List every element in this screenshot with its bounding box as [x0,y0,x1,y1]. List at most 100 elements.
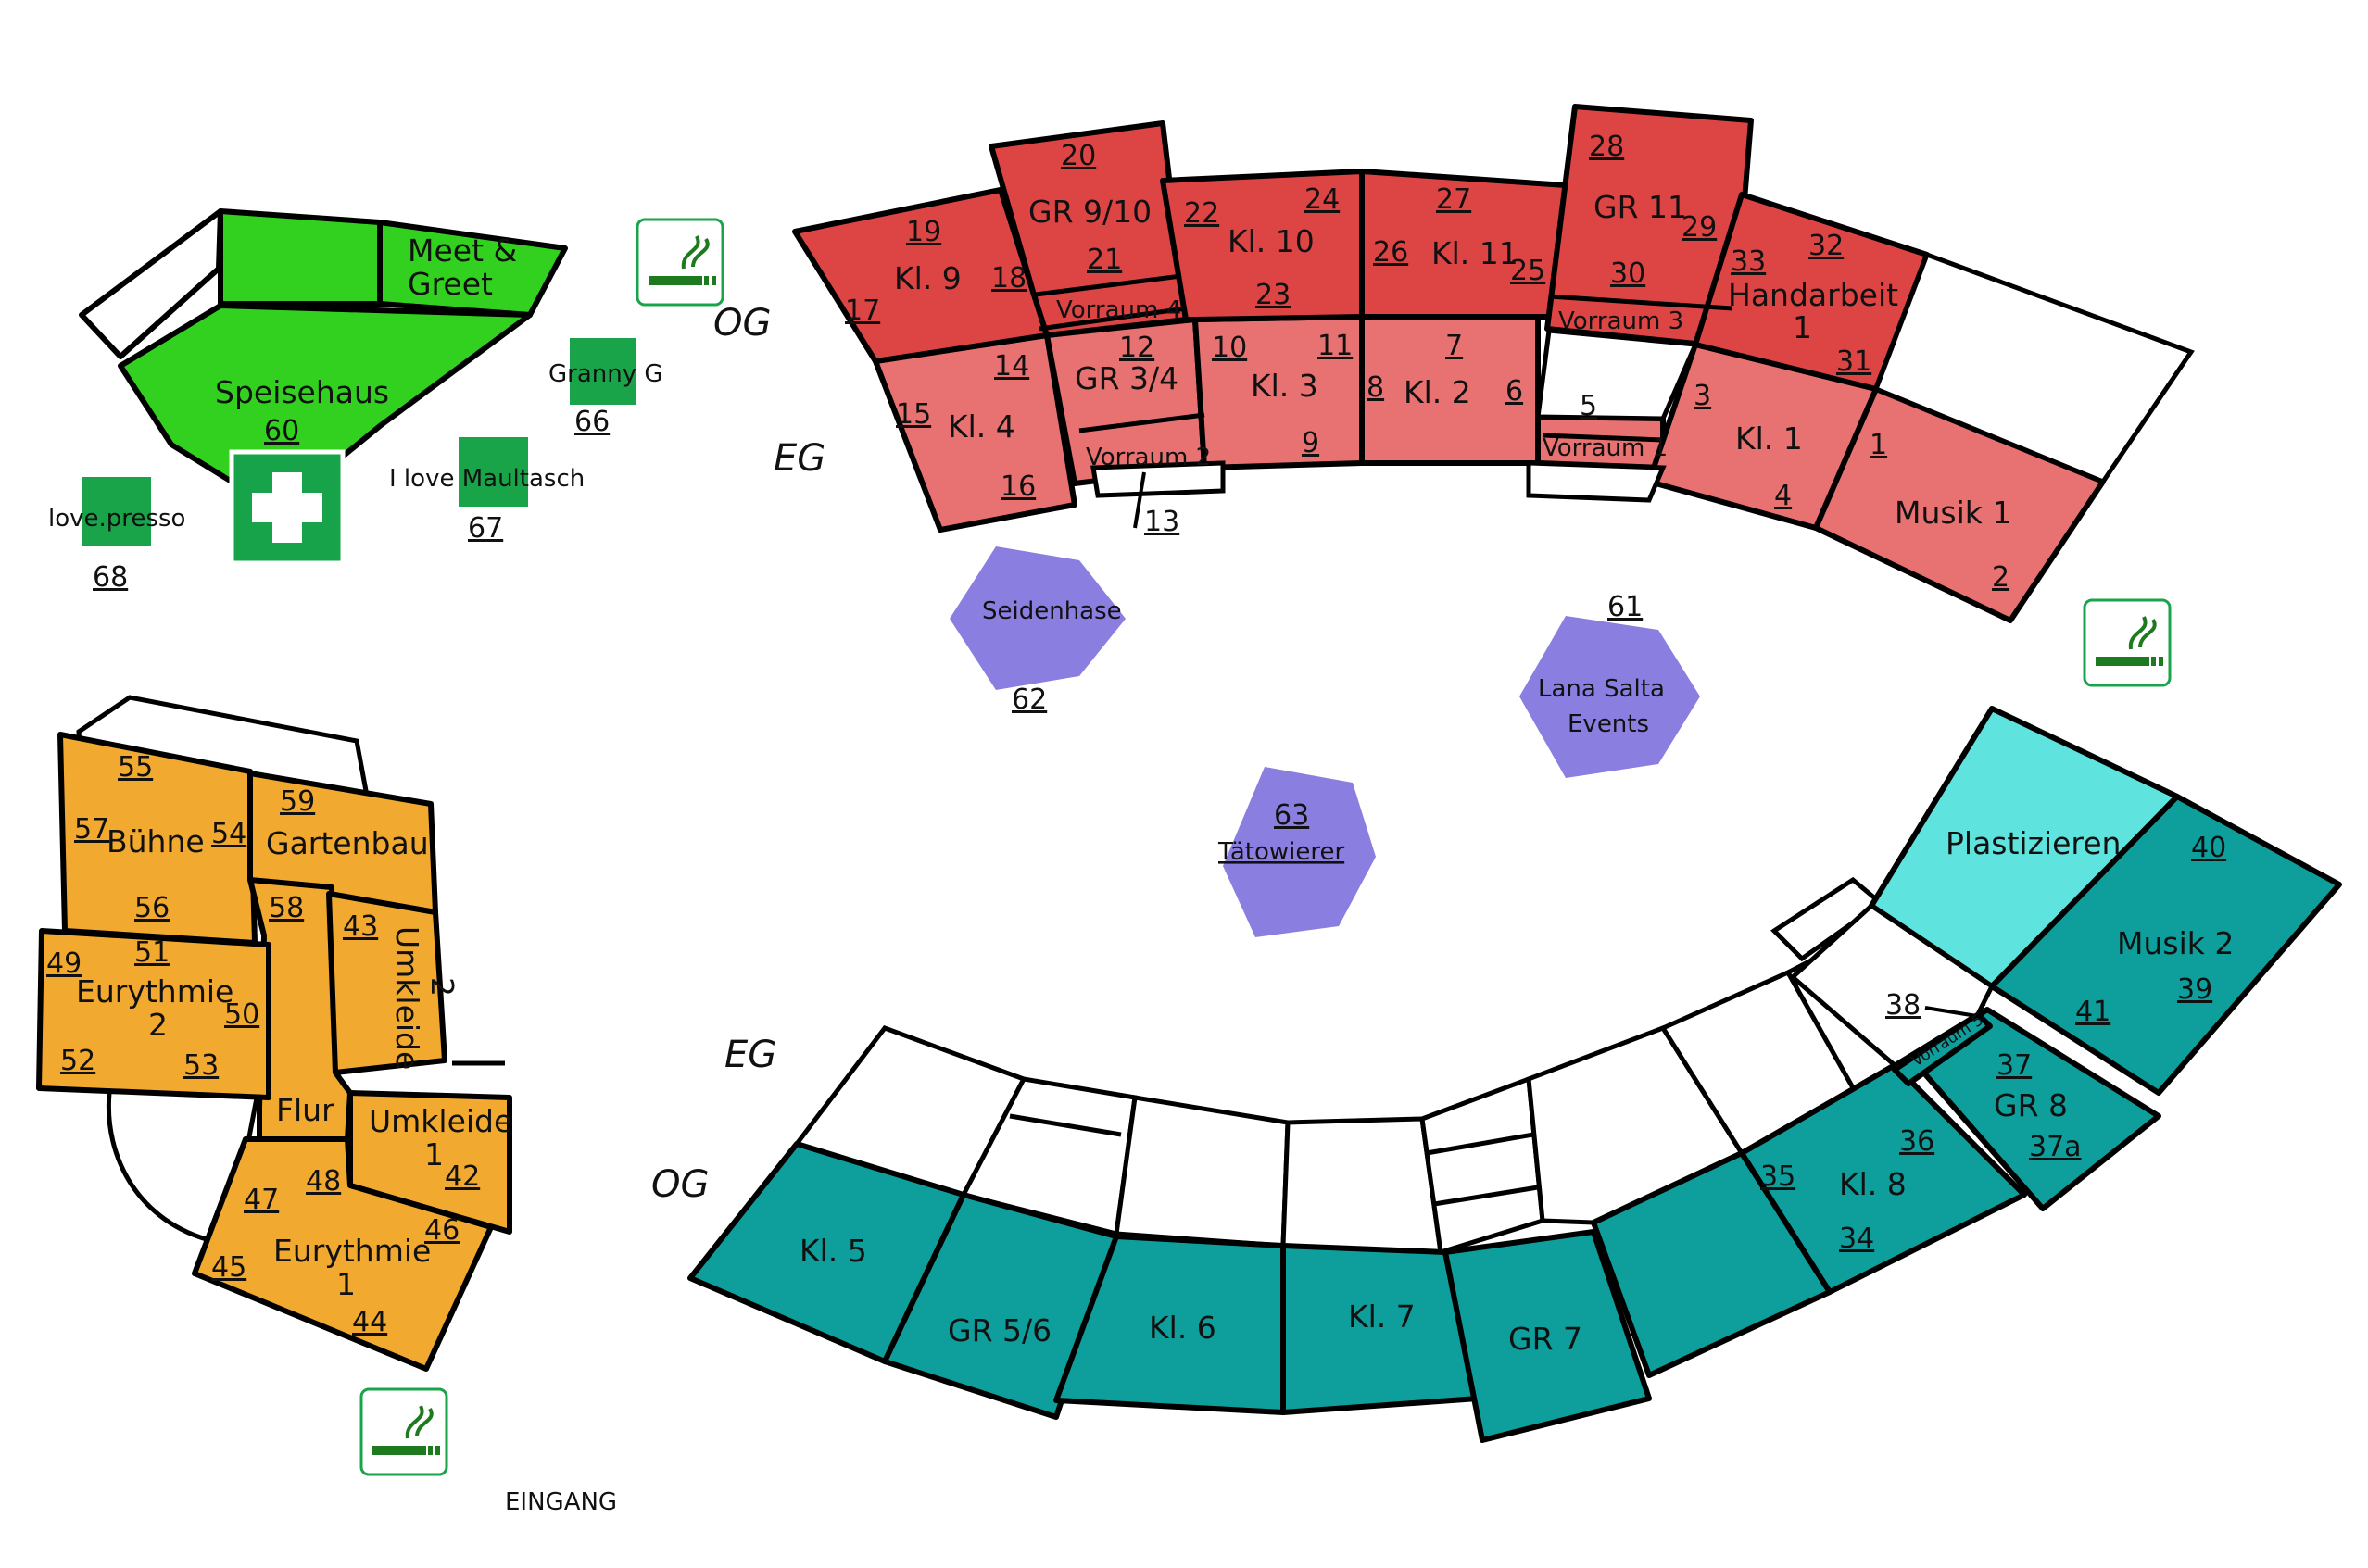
label-37: 37 [1996,1049,2032,1082]
label-43: 43 [343,910,378,943]
label-flur: Flur [276,1092,334,1128]
floor-label-eg-top: EG [774,437,825,480]
label-eury2-2: 2 [148,1007,168,1043]
stand-taetowierer[interactable] [1223,767,1376,937]
label-17: 17 [845,295,880,327]
label-67: 67 [468,512,503,545]
label-66: 66 [574,406,610,438]
room-gr7[interactable] [1442,1229,1652,1443]
label-35: 35 [1760,1160,1795,1193]
label-8: 8 [1367,371,1384,404]
label-kl1: Kl. 1 [1735,420,1803,457]
room-umkleide2[interactable] [326,891,447,1075]
room-eurythmie2[interactable] [36,928,271,1100]
label-umkleide1-1: Umkleide [369,1103,512,1139]
label-24: 24 [1304,183,1340,216]
label-2: 2 [1992,561,2009,594]
label-11: 11 [1317,330,1353,362]
label-speisehaus: Speisehaus [215,374,389,410]
entrance-label: EINGANG [505,1488,617,1516]
label-granny: Granny G [548,360,663,388]
label-umkleide1-2: 1 [424,1136,444,1173]
room-kl10[interactable] [1160,169,1365,322]
label-kl2: Kl. 2 [1404,374,1471,410]
room-white-stair-2 [1090,460,1226,498]
label-46: 46 [424,1214,460,1247]
label-36: 36 [1899,1125,1934,1158]
label-meet-1: Meet & [408,232,517,269]
first-aid-icon [229,449,346,566]
room-gr56[interactable] [882,1192,1119,1420]
label-kl5: Kl. 5 [800,1233,867,1269]
label-21: 21 [1087,244,1122,276]
label-plastizieren: Plastizieren [1946,825,2121,861]
label-16: 16 [1001,470,1036,503]
floor-label-og-bottom: OG [651,1163,709,1206]
shop-lovepresso[interactable] [82,477,151,546]
label-10: 10 [1212,332,1247,364]
label-kl4: Kl. 4 [948,408,1015,445]
label-40: 40 [2191,832,2226,864]
label-63: 63 [1274,799,1309,832]
label-14: 14 [994,350,1029,383]
label-41: 41 [2075,996,2110,1028]
label-13: 13 [1144,506,1179,538]
room-white-og-east[interactable] [1872,251,2195,485]
label-kl6: Kl. 6 [1149,1310,1216,1346]
label-gr56: GR 5/6 [948,1312,1052,1348]
label-kl8: Kl. 8 [1839,1166,1907,1202]
room-musik2[interactable] [1989,794,2342,1096]
label-42: 42 [445,1160,480,1193]
label-19: 19 [906,216,941,248]
label-kl7: Kl. 7 [1348,1298,1416,1335]
stand-lana-salta[interactable] [1519,616,1700,778]
label-12: 12 [1119,332,1154,364]
label-vorraum3: Vorraum 3 [1558,307,1683,335]
label-25: 25 [1510,255,1545,287]
label-61: 61 [1607,591,1643,623]
label-33: 33 [1731,245,1766,278]
label-22: 22 [1184,197,1219,230]
label-eury1-2: 1 [336,1266,356,1302]
label-53: 53 [183,1049,219,1082]
shop-granny-g[interactable] [570,338,636,405]
label-kl9: Kl. 9 [894,260,962,296]
label-31: 31 [1836,345,1871,378]
stand-seidenhase[interactable] [950,546,1126,690]
room-eurythmie1[interactable] [192,1136,494,1372]
label-27: 27 [1436,183,1471,216]
label-gr34: GR 3/4 [1075,360,1178,396]
label-48: 48 [306,1165,341,1198]
label-32: 32 [1808,230,1844,262]
smoking-area-icon [2083,598,2172,687]
label-56: 56 [134,892,170,924]
label-gr11: GR 11 [1593,189,1687,225]
label-musik2: Musik 2 [2117,925,2234,961]
label-seidenhase: Seidenhase [982,597,1122,625]
room-kl8[interactable] [1739,1062,2027,1295]
label-57: 57 [74,813,109,846]
label-eury2-1: Eurythmie [76,973,233,1010]
smoking-area-icon [636,218,724,307]
label-meet-2: Greet [408,266,493,302]
bottom-building: Kl. 5 GR 5/6 Kl. 6 Kl. 7 GR 7 35 36 Kl. … [687,706,2342,1443]
label-38: 38 [1885,989,1921,1022]
label-handarbeit-1: Handarbeit [1728,277,1898,313]
label-18: 18 [991,262,1027,295]
label-gr8: GR 8 [1994,1087,2068,1123]
label-6: 6 [1505,375,1523,408]
label-62: 62 [1012,684,1047,716]
room-meet-greet[interactable] [218,208,383,307]
room-speisehaus[interactable] [118,303,533,484]
label-39: 39 [2177,973,2212,1006]
label-20: 20 [1061,140,1096,172]
smoking-area-icon [359,1387,448,1476]
label-kl10: Kl. 10 [1228,223,1315,259]
shop-maultasch[interactable] [459,437,528,507]
label-gr910: GR 9/10 [1028,194,1152,230]
room-white-eg-5[interactable] [1535,328,1699,421]
label-58: 58 [269,892,304,924]
label-3: 3 [1694,380,1711,412]
label-handarbeit-2: 1 [1793,309,1812,345]
label-maultasch: I love Maultasch [389,465,585,493]
